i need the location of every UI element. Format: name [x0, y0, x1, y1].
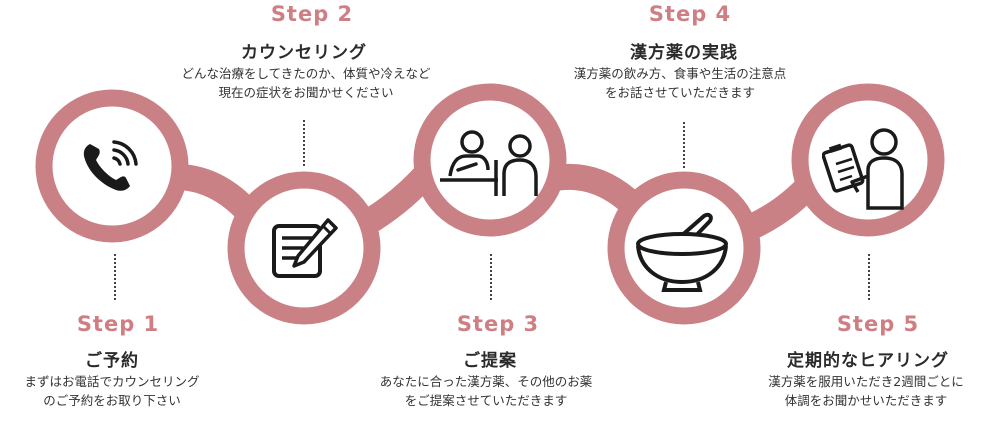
step-5-title: 定期的なヒアリング — [787, 351, 949, 371]
step-2-desc-line-2: 現在の症状をお聞かせください — [218, 85, 394, 100]
step-3-desc-line-1: あなたに合った漢方薬、その他のお薬 — [379, 374, 593, 389]
step-5-dotted-line — [868, 254, 870, 300]
step-1-description: まずはお電話でカウンセリング のご予約をお取り下さい — [24, 372, 199, 410]
step-1-desc-line-2: のご予約をお取り下さい — [43, 393, 181, 408]
step-2-label: Step 2 — [270, 2, 354, 26]
step-3-desc-line-2: をご提案させていただきます — [404, 393, 568, 408]
consultation-people-icon — [440, 130, 538, 196]
step-4-desc-line-1: 漢方薬の飲み方、食事や生活の注意点 — [573, 66, 787, 81]
step-1-desc-line-1: まずはお電話でカウンセリング — [24, 374, 200, 389]
step-4-label: Step 4 — [648, 2, 732, 26]
step-1-circle — [35, 89, 189, 243]
step-2-desc-line-1: どんな治療をしてきたのか、体質や冷えなど — [181, 66, 431, 81]
step-5-label: Step 5 — [836, 312, 920, 336]
step-5-desc-line-1: 漢方薬を服用いただき2週間ごとに — [768, 374, 964, 389]
step-3-label: Step 3 — [456, 312, 540, 336]
phone-icon — [83, 140, 138, 191]
step-5-desc-line-2: 体調をお聞かせいただきます — [784, 393, 948, 408]
notepad-pen-icon — [272, 218, 338, 278]
step-4-description: 漢方薬の飲み方、食事や生活の注意点 をお話させていただきます — [574, 64, 787, 102]
step-5-description: 漢方薬を服用いただき2週間ごとに 体調をお聞かせいただきます — [768, 372, 963, 410]
step-3-circle — [413, 83, 567, 237]
step-1-dotted-line — [114, 254, 116, 300]
step-4-dotted-line — [683, 122, 685, 168]
step-1-title: ご予約 — [85, 351, 139, 371]
step-3-title: ご提案 — [463, 351, 517, 371]
step-2-title: カウンセリング — [241, 43, 367, 63]
step-1-label: Step 1 — [76, 312, 160, 336]
step-2-description: どんな治療をしてきたのか、体質や冷えなど 現在の症状をお聞かせください — [181, 64, 430, 102]
step-2-dotted-line — [303, 120, 305, 166]
mortar-pestle-icon — [636, 212, 728, 292]
clipboard-person-icon — [822, 128, 904, 210]
step-3-dotted-line — [490, 254, 492, 300]
step-3-description: あなたに合った漢方薬、その他のお薬 をご提案させていただきます — [380, 372, 593, 410]
step-4-desc-line-2: をお話させていただきます — [604, 85, 756, 100]
step-4-title: 漢方薬の実践 — [630, 43, 738, 63]
